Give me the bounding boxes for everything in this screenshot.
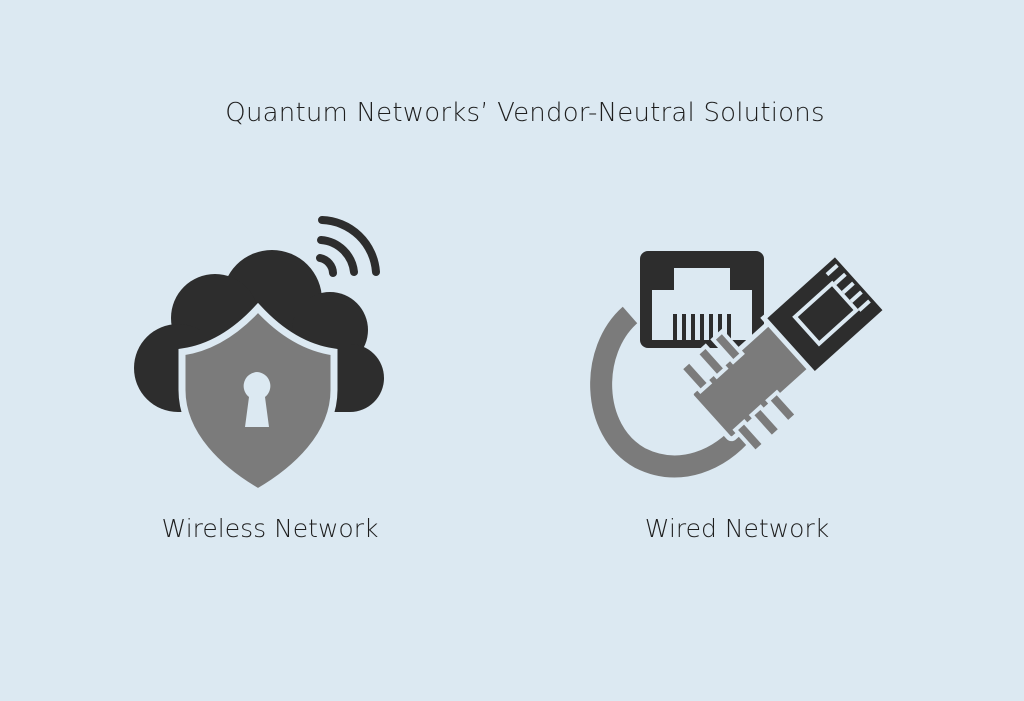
- page-title: Quantum Networks’ Vendor-Neutral Solutio…: [225, 98, 825, 128]
- rj45-plug-icon: [677, 250, 890, 455]
- ethernet-cable-icon: [590, 250, 890, 478]
- wired-network-label: Wired Network: [644, 514, 830, 543]
- ethernet-port-icon: [640, 251, 764, 348]
- cable-icon: [590, 306, 754, 478]
- keyhole-icon: [243, 372, 271, 427]
- wifi-icon: [316, 216, 380, 277]
- cloud-shield-wifi-icon: [134, 216, 384, 497]
- wireless-network-label: Wireless Network: [161, 514, 379, 543]
